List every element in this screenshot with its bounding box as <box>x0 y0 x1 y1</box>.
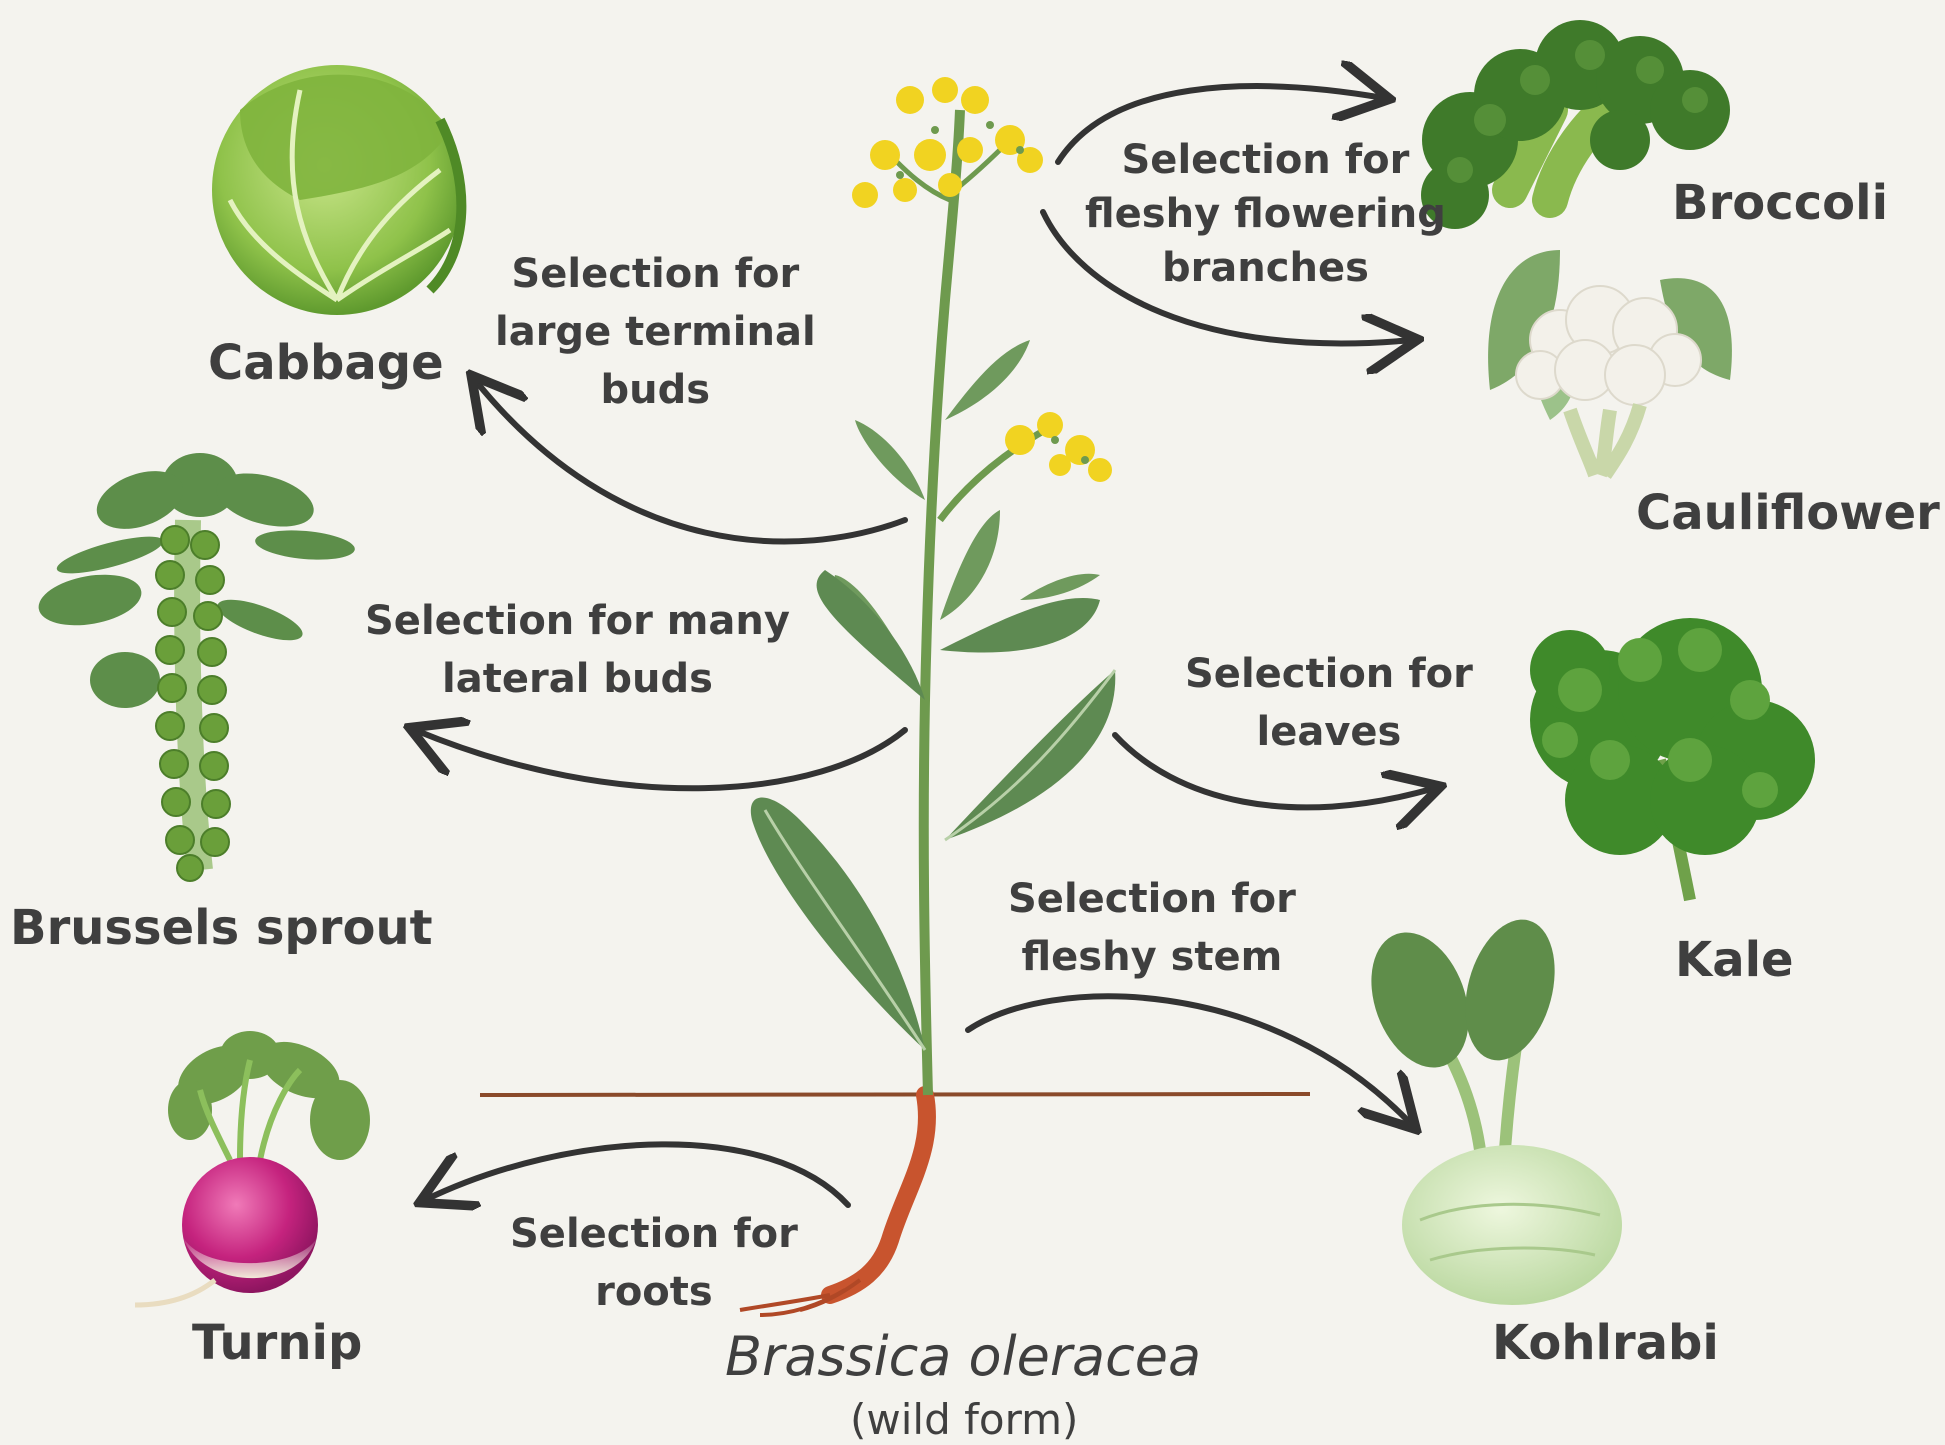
cauliflower-illustration <box>1488 250 1732 475</box>
label-brussels-sprout: Brussels sprout <box>10 900 433 956</box>
cabbage-illustration <box>212 65 462 315</box>
label-turnip: Turnip <box>192 1315 362 1371</box>
ground-line <box>480 1094 1310 1095</box>
arrow-to-brussels <box>415 730 905 788</box>
label-kohlrabi: Kohlrabi <box>1492 1315 1719 1371</box>
arrow-to-turnip <box>425 1144 848 1205</box>
brussels-sprout-illustration <box>35 453 356 881</box>
selection-flowering-branches: Selection for fleshy flowering branches <box>1085 133 1446 295</box>
species-form: (wild form) <box>850 1395 1078 1444</box>
selection-lateral-buds: Selection for many lateral buds <box>365 592 790 708</box>
selection-roots: Selection for roots <box>510 1205 798 1321</box>
kale-illustration <box>1530 618 1815 900</box>
selection-terminal-buds: Selection for large terminal buds <box>495 245 816 419</box>
label-kale: Kale <box>1675 932 1794 988</box>
arrow-to-kohlrabi <box>968 996 1412 1125</box>
selection-leaves: Selection for leaves <box>1185 645 1473 761</box>
label-broccoli: Broccoli <box>1672 175 1888 231</box>
turnip-illustration <box>135 1030 370 1305</box>
species-name: Brassica oleracea <box>725 1325 1201 1388</box>
selection-fleshy-stem: Selection for fleshy stem <box>1008 870 1296 986</box>
label-cauliflower: Cauliflower <box>1636 485 1940 541</box>
label-cabbage: Cabbage <box>208 335 444 391</box>
